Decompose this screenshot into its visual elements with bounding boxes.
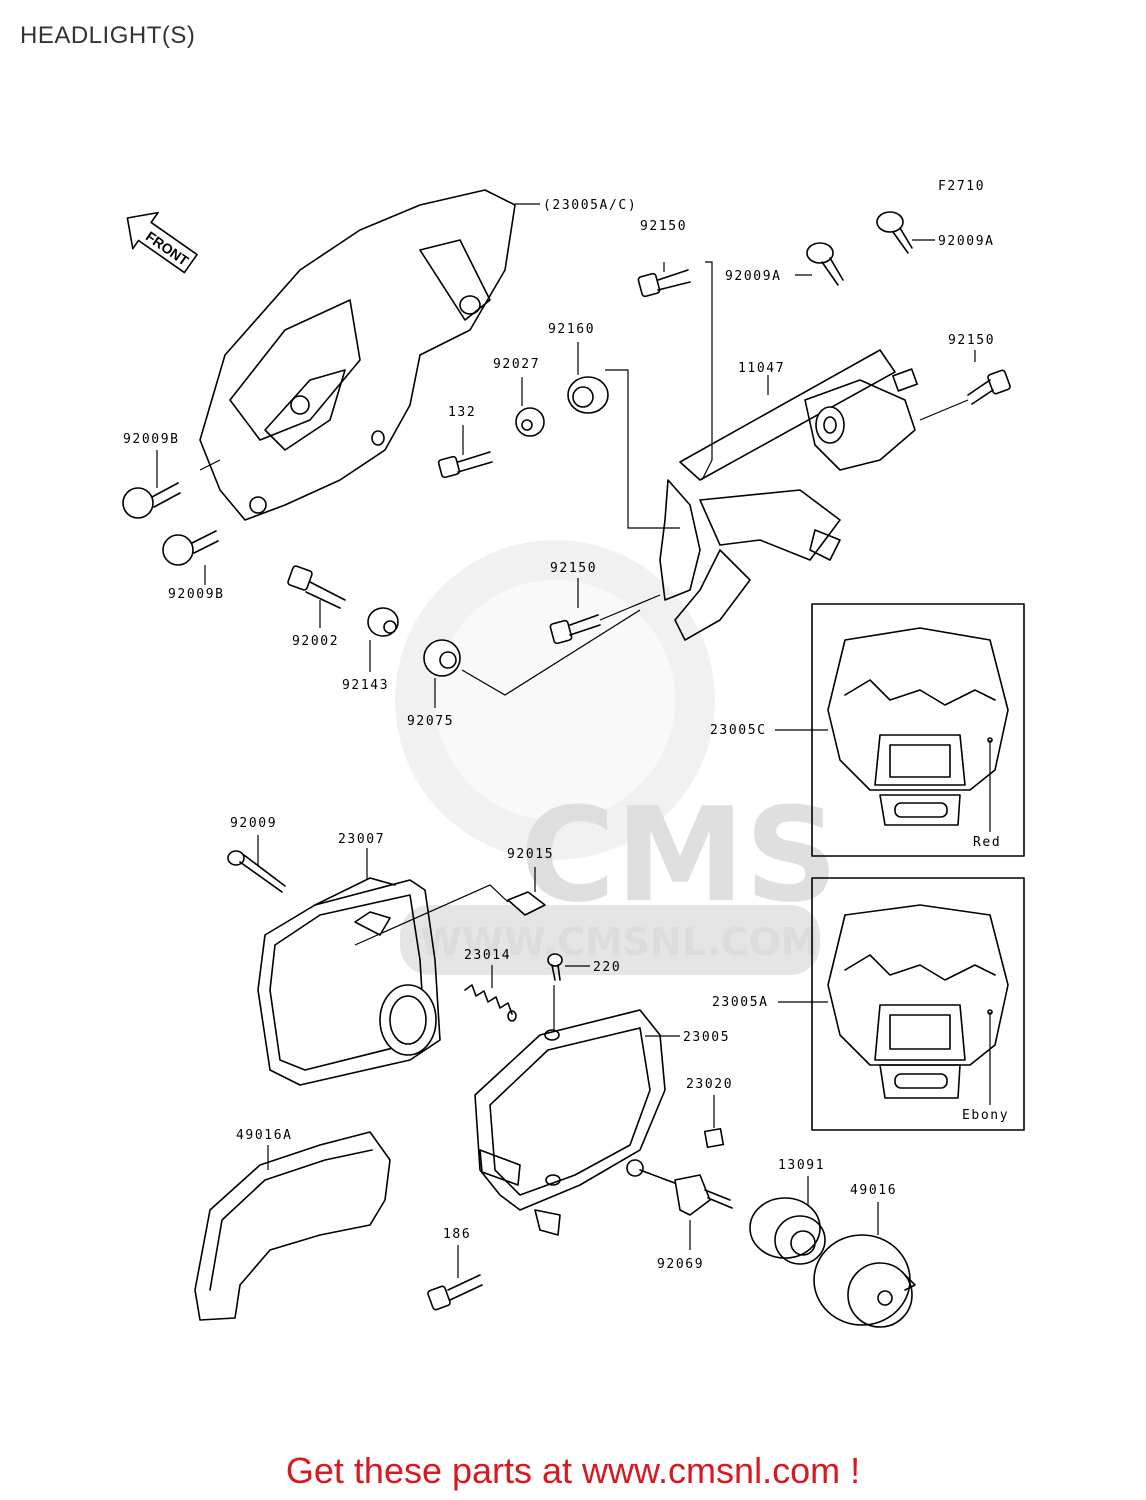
- label-92143: 92143: [342, 678, 389, 693]
- footer-promo-link[interactable]: Get these parts at www.cmsnl.com !: [285, 1450, 861, 1491]
- bolt-92150-top: [637, 261, 713, 481]
- bolt-132: [437, 425, 493, 479]
- screw-92009a-pair: [795, 211, 935, 286]
- bolt-92002: [287, 565, 346, 628]
- label-23005ac: (23005A/C): [543, 198, 637, 213]
- label-13091: 13091: [778, 1158, 825, 1173]
- seal-13091: [749, 1176, 826, 1265]
- label-92069: 92069: [657, 1257, 704, 1272]
- part-labels: (23005A/C) 92150 92009A 92009A 92160 920…: [123, 198, 1009, 1272]
- label-92150-right: 92150: [948, 333, 995, 348]
- label-92150-top: 92150: [640, 219, 687, 234]
- bolt-92150-middle: [549, 578, 661, 645]
- label-49016a: 49016A: [236, 1128, 293, 1143]
- headlight-unit-23007: [257, 848, 441, 1086]
- label-23005: 23005: [683, 1030, 730, 1045]
- headlight-bracket-11047: [659, 349, 918, 641]
- collar-92143: [367, 607, 399, 672]
- screw-92009b-pair: [122, 450, 221, 585]
- label-23007: 23007: [338, 832, 385, 847]
- bolt-186: [427, 1245, 483, 1311]
- nut-23020: [703, 1095, 725, 1149]
- figure-code: F2710: [938, 179, 985, 194]
- cowl-variant-red-box: [775, 603, 1025, 857]
- label-92015: 92015: [507, 847, 554, 862]
- label-92027: 92027: [493, 357, 540, 372]
- label-23005a: 23005A: [712, 995, 769, 1010]
- label-red: Red: [973, 835, 1001, 850]
- label-49016: 49016: [850, 1183, 897, 1198]
- label-220: 220: [593, 960, 621, 975]
- grommet-92160: [567, 342, 680, 529]
- label-92002: 92002: [292, 634, 339, 649]
- collar-92027: [515, 377, 545, 437]
- headlight-cowl-side-view: [199, 189, 540, 521]
- clip-92015: [354, 867, 546, 946]
- label-23005c: 23005C: [710, 723, 767, 738]
- boot-49016: [813, 1202, 916, 1328]
- screw-220: [547, 953, 590, 1030]
- watermark-url: WWW.CMSNL.COM: [420, 920, 819, 964]
- label-92009: 92009: [230, 816, 277, 831]
- label-11047: 11047: [738, 361, 785, 376]
- headlight-frame-23005: [474, 1009, 680, 1236]
- spring-23014: [464, 965, 517, 1022]
- label-92009a-upper: 92009A: [938, 234, 995, 249]
- label-23014: 23014: [464, 948, 511, 963]
- screw-92009-long: [227, 835, 286, 893]
- label-132: 132: [448, 405, 476, 420]
- bulb-92069: [626, 1159, 733, 1250]
- cowl-variant-ebony-box: [778, 877, 1025, 1131]
- label-92160: 92160: [548, 322, 595, 337]
- label-92009a-lower: 92009A: [725, 269, 782, 284]
- label-92150-middle: 92150: [550, 561, 597, 576]
- grommet-92075: [423, 609, 641, 708]
- label-ebony: Ebony: [962, 1108, 1009, 1123]
- label-92075: 92075: [407, 714, 454, 729]
- cover-49016a: [194, 1131, 391, 1321]
- label-92009b-lower: 92009B: [168, 587, 225, 602]
- label-23020: 23020: [686, 1077, 733, 1092]
- label-186: 186: [443, 1227, 471, 1242]
- watermark: CMS WWW.CMSNL.COM: [395, 540, 838, 975]
- label-92009b-upper: 92009B: [123, 432, 180, 447]
- page-title: HEADLIGHT(S): [20, 22, 196, 49]
- bolt-92150-right: [919, 350, 1011, 421]
- front-direction-arrow: FRONT: [126, 211, 198, 274]
